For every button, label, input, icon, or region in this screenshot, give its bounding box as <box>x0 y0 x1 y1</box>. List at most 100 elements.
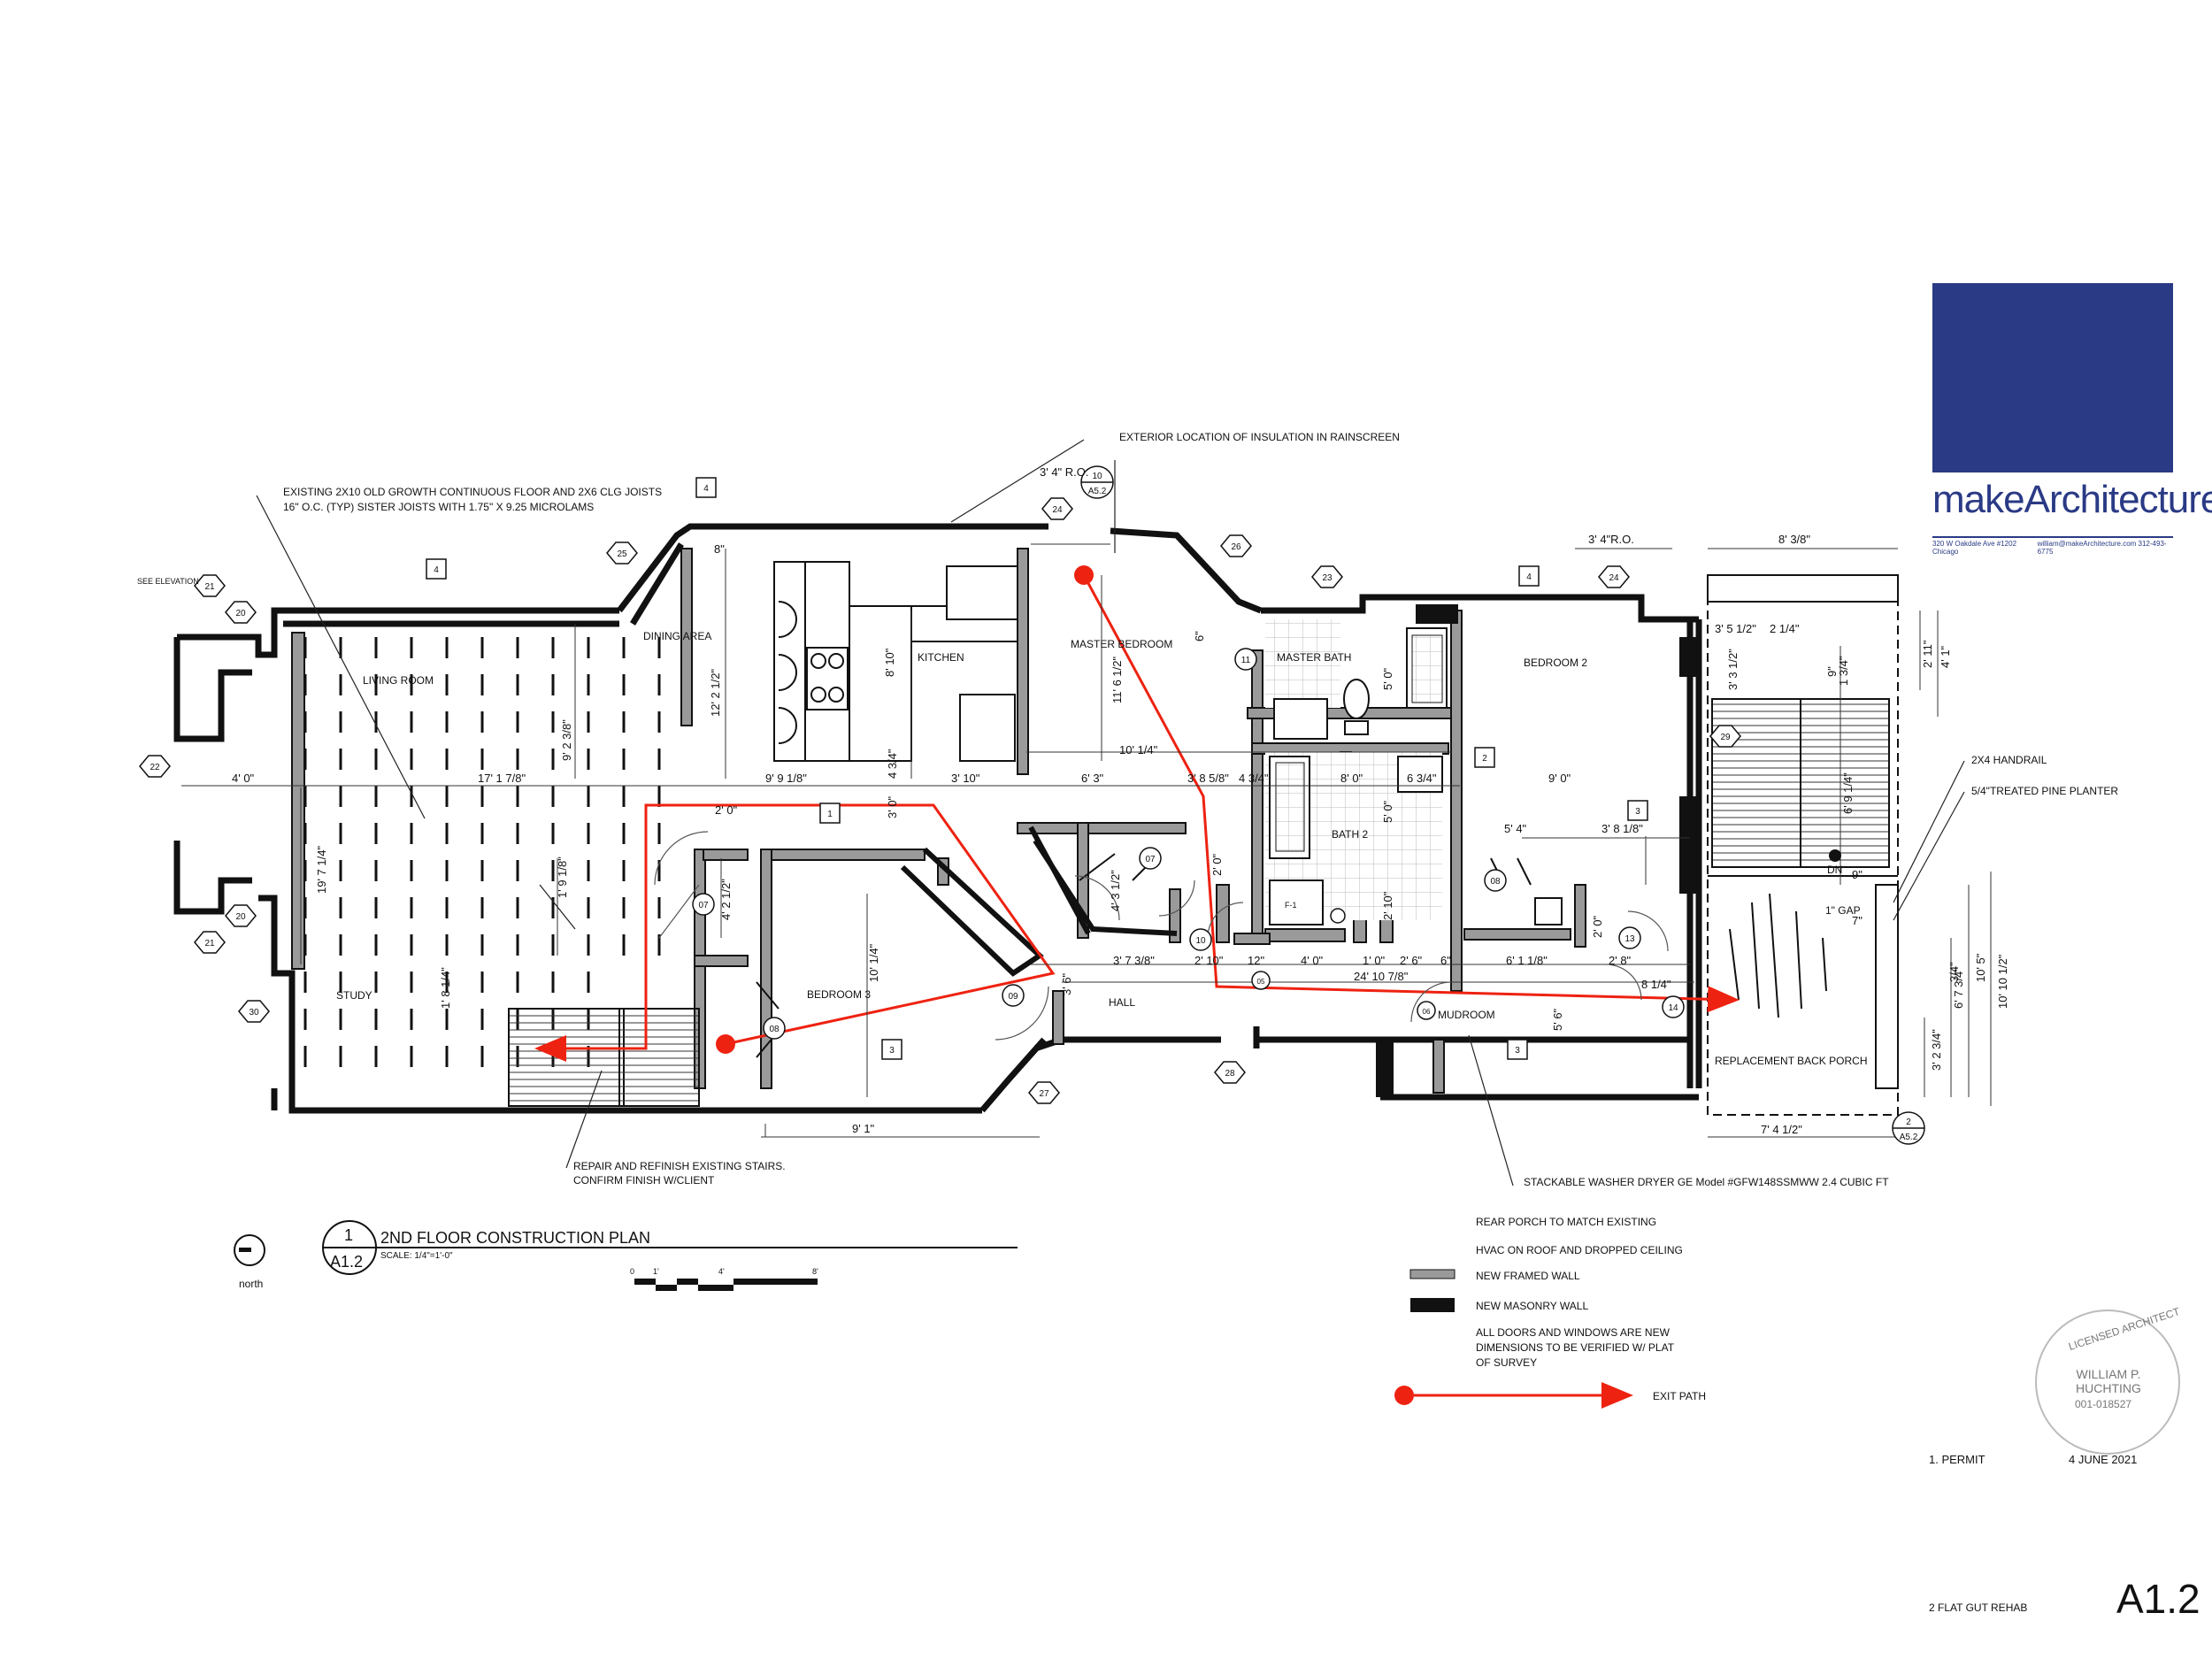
dim: 4' 3 1/2" <box>1109 870 1122 911</box>
room-bedroom3: BEDROOM 3 <box>807 988 871 1001</box>
dim: 6' 9 1/4" <box>1841 772 1855 814</box>
tag: 3 <box>889 1046 895 1056</box>
legend-hvac: HVAC ON ROOF AND DROPPED CEILING <box>1476 1244 1683 1256</box>
room-kitchen: KITCHEN <box>918 651 964 664</box>
legend-doors: ALL DOORS AND WINDOWS ARE NEW <box>1476 1326 1671 1339</box>
dim: 4' 0" <box>232 772 255 785</box>
legend-survey: OF SURVEY <box>1476 1356 1537 1369</box>
dimension-text: 4' 0" 17' 1 7/8" 19' 7 1/4" 9' 2 3/8" 12… <box>232 465 2009 1136</box>
room-bath2: BATH 2 <box>1332 828 1368 841</box>
tag: 2 <box>1906 1118 1911 1127</box>
dim: 5' 6" <box>1551 1008 1564 1031</box>
room-bedroom2: BEDROOM 2 <box>1524 657 1587 669</box>
legend-verify: DIMENSIONS TO BE VERIFIED W/ PLAT <box>1476 1341 1675 1354</box>
note-handrail: 2X4 HANDRAIL <box>1971 754 2047 766</box>
dim: 10' 1/4" <box>867 943 880 982</box>
dim: 8' 10" <box>883 648 896 677</box>
dim: 24' 10 7/8" <box>1354 970 1409 983</box>
dim: 2' 0" <box>715 803 738 817</box>
legend-masonry: NEW MASONRY WALL <box>1476 1300 1588 1312</box>
note-insulation: EXTERIOR LOCATION OF INSULATION IN RAINS… <box>1119 431 1400 443</box>
back-porch <box>1707 574 1899 1116</box>
dim: 6' 3" <box>1081 772 1104 785</box>
tag: 21 <box>204 582 215 592</box>
dim: 4 3/4" <box>1239 772 1269 785</box>
scale-bar-8: 8' <box>812 1267 818 1276</box>
tag: 4 <box>1526 572 1532 582</box>
dim: 1' 9 1/8" <box>556 856 569 898</box>
dim: 9' 9 1/8" <box>765 772 807 785</box>
dim: 12' 2 1/2" <box>709 669 722 717</box>
dim: 1 3/4" <box>1837 656 1850 686</box>
dim: 4' 0" <box>1301 954 1324 967</box>
dim: 11' 6 1/2" <box>1110 656 1124 703</box>
circle-tags <box>692 465 1925 1145</box>
exit-path <box>534 574 1740 1062</box>
scale-bar <box>634 1279 818 1291</box>
dim: 3' 7 3/8" <box>1113 954 1155 967</box>
dim: 9" <box>1852 868 1863 881</box>
room-study: STUDY <box>336 989 373 1002</box>
room-master-bedroom: MASTER BEDROOM <box>1071 638 1172 650</box>
tag: A5.2 <box>1900 1133 1918 1142</box>
revision-date: 4 JUNE 2021 <box>2069 1453 2138 1466</box>
firm-contact: 320 W Oakdale Ave #1202 Chicago william@… <box>1932 536 2173 556</box>
sheet-number: A1.2 <box>2116 1576 2200 1622</box>
dim: 5' 0" <box>1381 667 1394 690</box>
firm-email: william@makeArchitecture.com 312-493-677… <box>2037 540 2167 556</box>
tag: 07 <box>698 901 709 910</box>
dim: 2' 0" <box>1591 915 1604 938</box>
drawing-scale: SCALE: 1/4"=1'-0" <box>380 1251 453 1261</box>
tag: 20 <box>235 912 246 922</box>
dim: 10' 5" <box>1974 953 1987 982</box>
dim: 3' 10" <box>951 772 980 785</box>
tag: 3 <box>1635 807 1640 817</box>
north-label: north <box>239 1278 263 1290</box>
note-see-elevation: SEE ELEVATION <box>137 577 199 586</box>
dim: 3' 0" <box>886 795 899 818</box>
note-joists: EXISTING 2X10 OLD GROWTH CONTINUOUS FLOO… <box>283 486 662 498</box>
note-gap: 1" GAP <box>1825 904 1861 917</box>
room-hall: HALL <box>1109 996 1135 1009</box>
tag: 09 <box>1008 992 1018 1002</box>
dim: 2' 11" <box>1921 640 1934 668</box>
dim: 9' 0" <box>1548 772 1571 785</box>
dim: 3' 3 1/2" <box>1726 649 1740 690</box>
note-planter: 5/4"TREATED PINE PLANTER <box>1971 785 2118 797</box>
room-porch: REPLACEMENT BACK PORCH <box>1715 1055 1867 1067</box>
room-master-bath: MASTER BATH <box>1277 651 1351 664</box>
tag: 24 <box>1052 505 1063 515</box>
framed-walls <box>291 548 1586 1094</box>
stairs <box>508 698 1890 1107</box>
dim: 7' 4 1/2" <box>1761 1123 1802 1136</box>
tag: 21 <box>204 939 215 949</box>
dim: 12" <box>1248 954 1264 967</box>
legend-framed: NEW FRAMED WALL <box>1476 1270 1580 1282</box>
floor-joists <box>303 637 661 1071</box>
bedroom3-walls <box>900 826 1178 977</box>
seal-name: WILLIAM P. HUCHTING <box>2076 1367 2141 1395</box>
firm-name: makeArchitecture <box>1932 478 2212 521</box>
tag: 4 <box>434 565 439 575</box>
dim: 1' 0" <box>1363 954 1386 967</box>
dim: 1' 8 1/4" <box>439 967 452 1009</box>
tag: 2 <box>1482 754 1487 764</box>
dim: 5' 4" <box>1504 822 1527 835</box>
leader-lines <box>256 439 1965 1187</box>
dim: 10' 1/4" <box>1119 743 1158 757</box>
dim: 3' 4" R.O. <box>1040 465 1089 479</box>
tag: 28 <box>1225 1069 1235 1079</box>
drawing-number: 1 <box>344 1226 353 1244</box>
room-mudroom: MUDROOM <box>1438 1009 1495 1021</box>
dim: 4 3/4" <box>886 749 899 779</box>
dim: 2' 6" <box>1400 954 1423 967</box>
kitchen-counter <box>773 561 1018 762</box>
scale-bar-1: 1' <box>653 1267 659 1276</box>
firm-address: 320 W Oakdale Ave #1202 Chicago <box>1932 540 2017 556</box>
stair-dn-dot <box>1829 849 1841 862</box>
legend-exit: EXIT PATH <box>1653 1390 1706 1402</box>
dim: 8" <box>714 542 725 556</box>
project-name: 2 FLAT GUT REHAB <box>1929 1601 2028 1614</box>
room-dining: DINING AREA <box>643 630 711 642</box>
